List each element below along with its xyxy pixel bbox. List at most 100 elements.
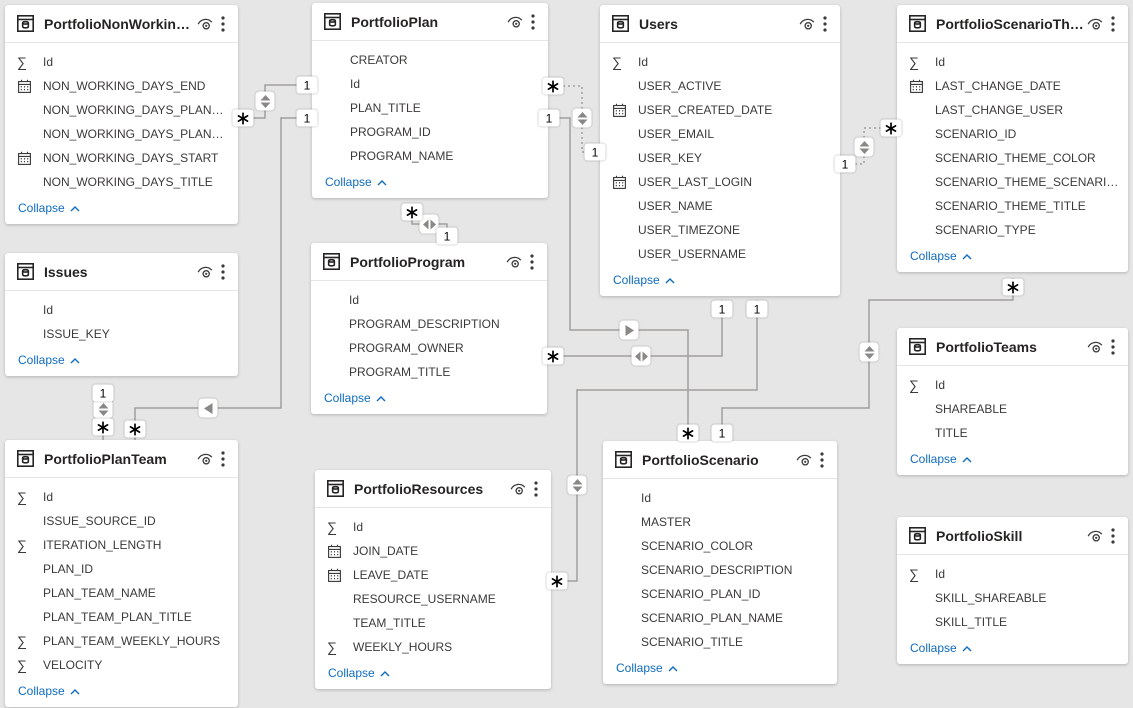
field-row[interactable]: Id: [311, 288, 547, 312]
field-row[interactable]: RESOURCE_USERNAME: [315, 587, 551, 611]
cardinality-badge-one[interactable]: 1: [834, 155, 856, 173]
field-row[interactable]: SKILL_TITLE: [897, 610, 1128, 634]
field-row[interactable]: NON_WORKING_DAYS_TITLE: [5, 170, 238, 194]
field-row[interactable]: SCENARIO_ID: [897, 122, 1128, 146]
field-row[interactable]: USER_ACTIVE: [600, 74, 840, 98]
cross-filter-direction-icon-both-v[interactable]: [567, 475, 587, 495]
field-row[interactable]: PROGRAM_DESCRIPTION: [311, 312, 547, 336]
field-row[interactable]: CREATOR: [312, 48, 548, 72]
more-options-kebab-icon[interactable]: [818, 11, 832, 37]
cross-filter-direction-icon-both-v[interactable]: [572, 108, 592, 128]
table-card-header[interactable]: PortfolioPlanTeam: [5, 440, 238, 478]
more-options-kebab-icon[interactable]: [216, 259, 230, 285]
table-card-header[interactable]: PortfolioScenarioThe...: [897, 5, 1128, 43]
field-row[interactable]: ∑Id: [315, 515, 551, 539]
cross-filter-direction-icon-both-v[interactable]: [859, 342, 879, 362]
field-row[interactable]: PLAN_TITLE: [312, 96, 548, 120]
field-row[interactable]: ∑Id: [897, 562, 1128, 586]
field-row[interactable]: SKILL_SHAREABLE: [897, 586, 1128, 610]
cardinality-badge-one[interactable]: 1: [746, 300, 768, 318]
visibility-eye-icon[interactable]: [194, 11, 216, 37]
visibility-eye-icon[interactable]: [503, 249, 525, 275]
field-row[interactable]: SCENARIO_THEME_TITLE: [897, 194, 1128, 218]
table-card-header[interactable]: Users: [600, 5, 840, 43]
field-row[interactable]: NON_WORKING_DAYS_PLAN_N...: [5, 122, 238, 146]
field-row[interactable]: SCENARIO_TYPE: [897, 218, 1128, 242]
collapse-link[interactable]: Collapse: [603, 654, 837, 682]
collapse-link[interactable]: Collapse: [897, 242, 1128, 270]
cross-filter-direction-icon-both-h[interactable]: [419, 214, 439, 234]
field-row[interactable]: PROGRAM_ID: [312, 120, 548, 144]
more-options-kebab-icon[interactable]: [526, 9, 540, 35]
relationship-line[interactable]: [134, 117, 312, 440]
field-row[interactable]: PLAN_TEAM_NAME: [5, 581, 238, 605]
field-row[interactable]: USER_LAST_LOGIN: [600, 170, 840, 194]
field-row[interactable]: MASTER: [603, 510, 837, 534]
more-options-kebab-icon[interactable]: [1106, 334, 1120, 360]
table-card-header[interactable]: Issues: [5, 253, 238, 291]
visibility-eye-icon[interactable]: [1084, 334, 1106, 360]
cardinality-badge-many[interactable]: [124, 420, 146, 438]
field-row[interactable]: ∑Id: [897, 373, 1128, 397]
cardinality-badge-many[interactable]: [542, 347, 564, 365]
visibility-eye-icon[interactable]: [507, 476, 529, 502]
collapse-link[interactable]: Collapse: [5, 677, 238, 705]
field-row[interactable]: ∑Id: [897, 50, 1128, 74]
more-options-kebab-icon[interactable]: [529, 476, 543, 502]
field-row[interactable]: SHAREABLE: [897, 397, 1128, 421]
field-row[interactable]: ∑ITERATION_LENGTH: [5, 533, 238, 557]
collapse-link[interactable]: Collapse: [600, 266, 840, 294]
table-card-header[interactable]: PortfolioResources: [315, 470, 551, 508]
cross-filter-direction-icon-both-h[interactable]: [631, 346, 651, 366]
cardinality-badge-one[interactable]: 1: [296, 109, 318, 127]
table-card-header[interactable]: PortfolioNonWorking...: [5, 5, 238, 43]
field-row[interactable]: JOIN_DATE: [315, 539, 551, 563]
field-row[interactable]: USER_CREATED_DATE: [600, 98, 840, 122]
collapse-link[interactable]: Collapse: [312, 168, 548, 196]
field-row[interactable]: ISSUE_SOURCE_ID: [5, 509, 238, 533]
cardinality-badge-one[interactable]: 1: [296, 76, 318, 94]
relationship-line[interactable]: [547, 300, 723, 357]
table-card-header[interactable]: PortfolioTeams: [897, 328, 1128, 366]
field-row[interactable]: LAST_CHANGE_DATE: [897, 74, 1128, 98]
field-row[interactable]: SCENARIO_DESCRIPTION: [603, 558, 837, 582]
visibility-eye-icon[interactable]: [1084, 523, 1106, 549]
collapse-link[interactable]: Collapse: [5, 194, 238, 222]
cardinality-badge-many[interactable]: [677, 424, 699, 442]
cardinality-badge-many[interactable]: [546, 572, 568, 590]
field-row[interactable]: ∑PLAN_TEAM_WEEKLY_HOURS: [5, 629, 238, 653]
visibility-eye-icon[interactable]: [1084, 11, 1106, 37]
field-row[interactable]: SCENARIO_COLOR: [603, 534, 837, 558]
cardinality-badge-many[interactable]: [401, 203, 423, 221]
cardinality-badge-many[interactable]: [232, 109, 254, 127]
field-row[interactable]: USER_EMAIL: [600, 122, 840, 146]
table-card-header[interactable]: PortfolioProgram: [311, 243, 547, 281]
field-row[interactable]: PROGRAM_OWNER: [311, 336, 547, 360]
cardinality-badge-many[interactable]: [542, 77, 564, 95]
cardinality-badge-many[interactable]: [880, 119, 902, 137]
field-row[interactable]: LAST_CHANGE_USER: [897, 98, 1128, 122]
field-row[interactable]: TEAM_TITLE: [315, 611, 551, 635]
field-row[interactable]: ∑Id: [5, 485, 238, 509]
table-card-header[interactable]: PortfolioPlan: [312, 3, 548, 41]
cross-filter-direction-icon-both-v[interactable]: [854, 137, 874, 157]
field-row[interactable]: SCENARIO_THEME_COLOR: [897, 146, 1128, 170]
collapse-link[interactable]: Collapse: [897, 634, 1128, 662]
more-options-kebab-icon[interactable]: [216, 11, 230, 37]
cardinality-badge-one[interactable]: 1: [436, 227, 458, 245]
field-row[interactable]: SCENARIO_PLAN_ID: [603, 582, 837, 606]
field-row[interactable]: ISSUE_KEY: [5, 322, 238, 346]
more-options-kebab-icon[interactable]: [1106, 523, 1120, 549]
field-row[interactable]: USER_TIMEZONE: [600, 218, 840, 242]
collapse-link[interactable]: Collapse: [897, 445, 1128, 473]
